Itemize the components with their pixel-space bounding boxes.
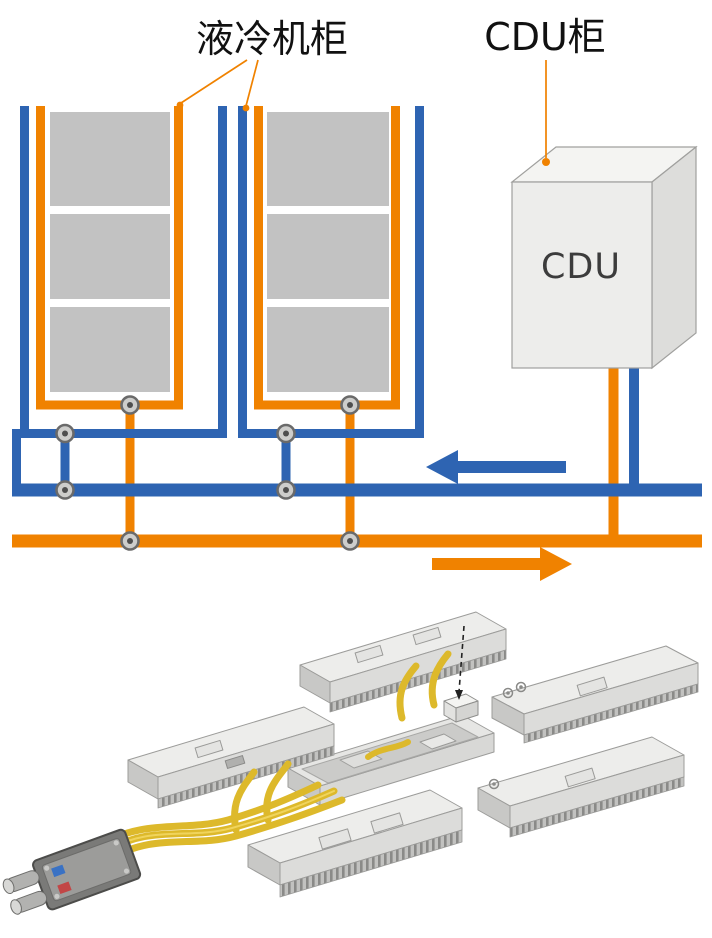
spring-connector-icon [488,778,500,790]
cold-plate-assembly-illustration [2,611,699,915]
barrel-cap [2,878,15,895]
cdu-box-label: CDU [541,247,621,287]
hose-loop [428,650,452,709]
cdu-front-face [511,181,653,369]
screw-icon [113,840,119,846]
module-port-detail [354,644,384,664]
server-block [50,112,170,206]
tray-socket [419,733,457,750]
module-port-detail [576,676,608,697]
annotations: 液冷机柜 CDU柜 [176,15,606,166]
cdu-cabinet-label: CDU柜 [484,15,606,59]
module-port-detail [412,626,442,646]
pipe-couplings [55,395,360,551]
leader-dot-icon [542,158,550,166]
server-block [267,214,389,299]
coupling-valve-icon [276,423,296,444]
module-slot [224,755,246,769]
plug-side [455,700,479,723]
module-port-detail [370,812,404,834]
server-block [267,307,389,392]
cabinet2-orange-loop [254,106,400,410]
orange-flow-right-arrow-icon [432,547,572,581]
screw-icon [54,893,60,899]
coupling-valve-icon [55,480,75,500]
leader-line [245,59,259,107]
hose-tray-segment [365,739,411,760]
coupling-valve-icon [340,531,360,551]
cdu-unit: CDU [510,145,698,370]
heatsink-fins [329,649,507,713]
server-block [50,214,170,299]
screw-icon [123,868,130,874]
heatsink-fins [509,776,685,838]
hose-bundle-strand [104,796,346,864]
heatsink-fins [523,683,699,744]
module-port-detail [194,739,224,759]
coupling-valve-icon [340,395,360,415]
hose-bundle-strand [96,781,322,849]
spring-connector-icon [502,681,527,699]
coupling-valve-icon [276,480,296,500]
coupling-valve-icon [55,423,75,444]
cooling-cabinet-label: 液冷机柜 [196,17,348,61]
red-port-marker [57,881,72,895]
server-block [50,307,170,392]
guide-arrowhead-icon [455,690,463,700]
server-module-bottom-center [247,789,463,898]
coupling-valve-icon [120,395,140,415]
server-block [267,112,389,206]
leader-dot-icon [242,104,250,112]
heatsink-fins [279,829,463,898]
hose-highlight [103,790,335,853]
cable-connector [2,828,142,915]
insertion-guide [455,625,465,700]
quick-connect-plug [443,693,479,723]
leader-dot-icon [176,101,184,109]
coupling-valve-icon [120,531,140,551]
module-port-detail [564,767,596,788]
server-module-top-right [491,645,699,744]
server-module-right [477,736,685,838]
cdu-side-face [651,145,697,370]
module-port-detail [318,828,352,850]
cabinet1-orange-loop [36,106,183,410]
leader-line [180,59,248,104]
hose-loop [263,760,292,824]
screw-icon [44,865,50,871]
hose-loop [396,662,420,722]
hose-loop [231,768,258,834]
dashed-guide-line [458,625,465,693]
blue-flow-left-arrow-icon [426,450,566,484]
cabinet2-server-blocks [267,112,389,392]
cabinet1-server-blocks [50,112,170,392]
barrel-cap [10,899,22,915]
blue-port-marker [51,864,66,878]
